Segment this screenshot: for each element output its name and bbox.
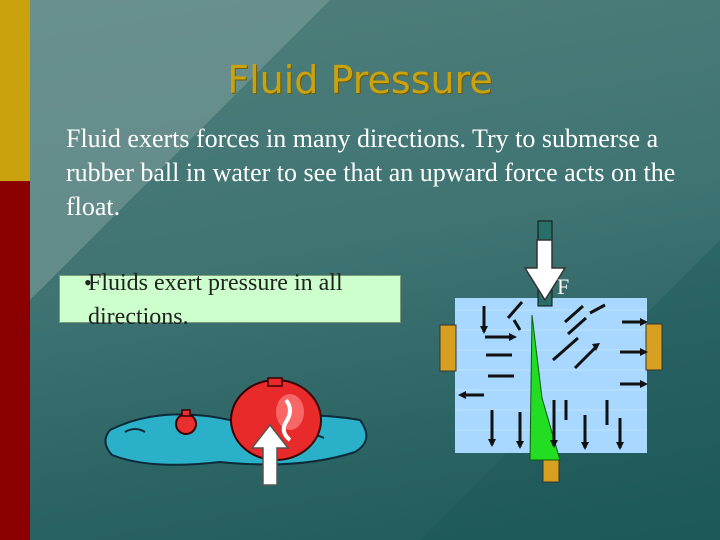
slide-body-text: Fluid exerts forces in many directions. … xyxy=(66,124,676,221)
bullet-box xyxy=(59,275,401,323)
red-side-strip xyxy=(0,181,30,540)
slide-title: Fluid Pressure xyxy=(227,58,493,102)
force-label: F xyxy=(557,274,570,299)
pressure-container xyxy=(439,220,663,483)
gold-side-strip xyxy=(0,0,30,181)
bullet-text: Fluids exert pressure in all directions. xyxy=(88,270,343,330)
float-illustration xyxy=(104,377,368,486)
bullet-dot: • xyxy=(84,270,92,295)
